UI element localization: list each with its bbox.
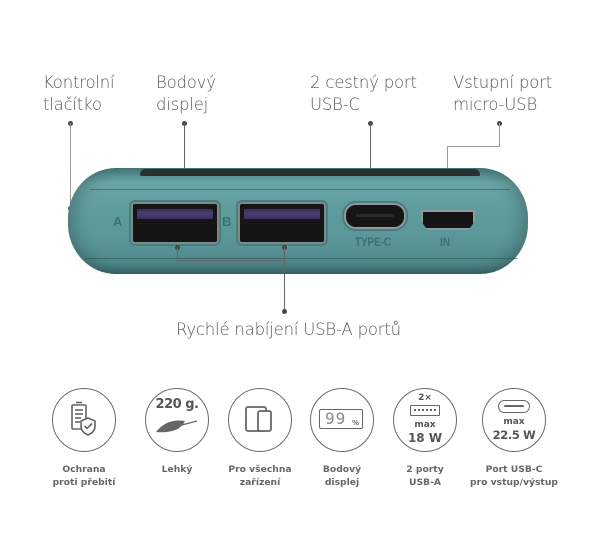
leader-line [177,247,178,260]
leader-line [177,260,285,261]
feature-label: Ochrana proti přebití [39,464,129,489]
display-unit: % [351,419,359,427]
feature-label: 2 porty USB-A [380,464,470,489]
feature-label: Lehký [132,464,222,477]
usb-c-icon [498,400,530,413]
callout-line: 2 cestný port [310,73,417,92]
display-value: 99 [325,409,347,428]
type-c-label: TYPE-C [355,235,391,249]
callout-line: USB-C [310,95,360,114]
leader-line [370,123,371,197]
feature-overcharge-protection: Ochrana proti přebití [39,388,129,489]
feature-label-line: zařízení [239,476,281,488]
callout-line: Kontrolní [43,73,115,92]
feature-label-line: pro vstup/výstup [470,476,558,488]
feature-label: Port USB-C pro vstup/výstup [468,464,560,489]
leader-line [499,123,500,147]
power-value: 22.5 W [492,428,536,442]
feature-label: Bodový displej [297,464,387,489]
callout-fast-charge: Rychlé nabíjení USB-A portů [176,320,401,339]
feature-dot-display: 99 % Bodový displej [297,388,387,489]
feature-label-line: Bodový [322,464,362,475]
feature-usb-c-port: max 22.5 W Port USB-C pro vstup/výstup [468,388,560,489]
usb-c-port [344,203,406,229]
power-value: 18 W [407,431,443,445]
callout-line: displej [156,95,209,114]
leader-line [70,123,71,209]
feature-label-line: displej [324,476,360,488]
device-seam [90,189,510,190]
feather-icon [156,420,198,433]
devices-icon [245,406,272,432]
feature-usb-a-ports: 2× max 18 W 2 porty USB-A [380,388,470,489]
port-a-label: A [113,214,123,229]
feature-label-line: Ochrana [62,464,106,475]
feature-label-line: Pro všechna [228,464,292,475]
feature-label-line: proti přebití [52,476,116,488]
port-b-label: B [222,214,232,229]
leader-line [184,123,185,169]
feature-circle [52,388,116,452]
callout-dot-display: Bodový displej [156,72,216,116]
usb-a-icon [410,405,440,416]
feature-label-line: 2 porty [406,464,444,475]
usb-a-port-a [131,202,219,244]
callout-control-button: Kontrolní tlačítko [43,72,115,116]
feature-lightweight: 220 g. Lehký [132,388,222,477]
dot-display-icon: 99 % [319,409,363,429]
dot-display-strip [140,169,480,176]
feature-circle: 99 % [310,388,374,452]
feature-all-devices: Pro všechna zařízení [215,388,305,489]
callout-line: Bodový [156,73,216,92]
callout-line: micro-USB [453,95,538,114]
callout-line: Vstupní port [453,73,552,92]
leader-line [284,247,285,310]
max-label: max [503,417,525,427]
feature-label-line: Lehký [161,464,193,475]
callout-line: tlačítko [43,95,102,114]
feature-circle: 220 g. [145,388,209,452]
feature-circle [228,388,292,452]
feature-circle: max 22.5 W [482,388,546,452]
feature-label-line: Port USB-C [485,464,543,475]
battery-shield-icon [71,401,96,436]
callout-micro-usb: Vstupní port micro-USB [453,72,552,116]
callout-usb-c: 2 cestný port USB-C [310,72,417,116]
leader-line [447,146,500,147]
max-label: max [414,420,436,430]
usb-a-port-b [238,202,326,244]
device-seam [84,258,518,259]
leader-dot [282,309,287,314]
in-label: IN [440,235,450,249]
port-count: 2× [418,393,432,403]
weight-badge: 220 g. [155,397,199,412]
feature-label-line: USB-A [408,476,441,488]
feature-label: Pro všechna zařízení [215,464,305,489]
feature-circle: 2× max 18 W [393,388,457,452]
micro-usb-port [421,210,475,230]
